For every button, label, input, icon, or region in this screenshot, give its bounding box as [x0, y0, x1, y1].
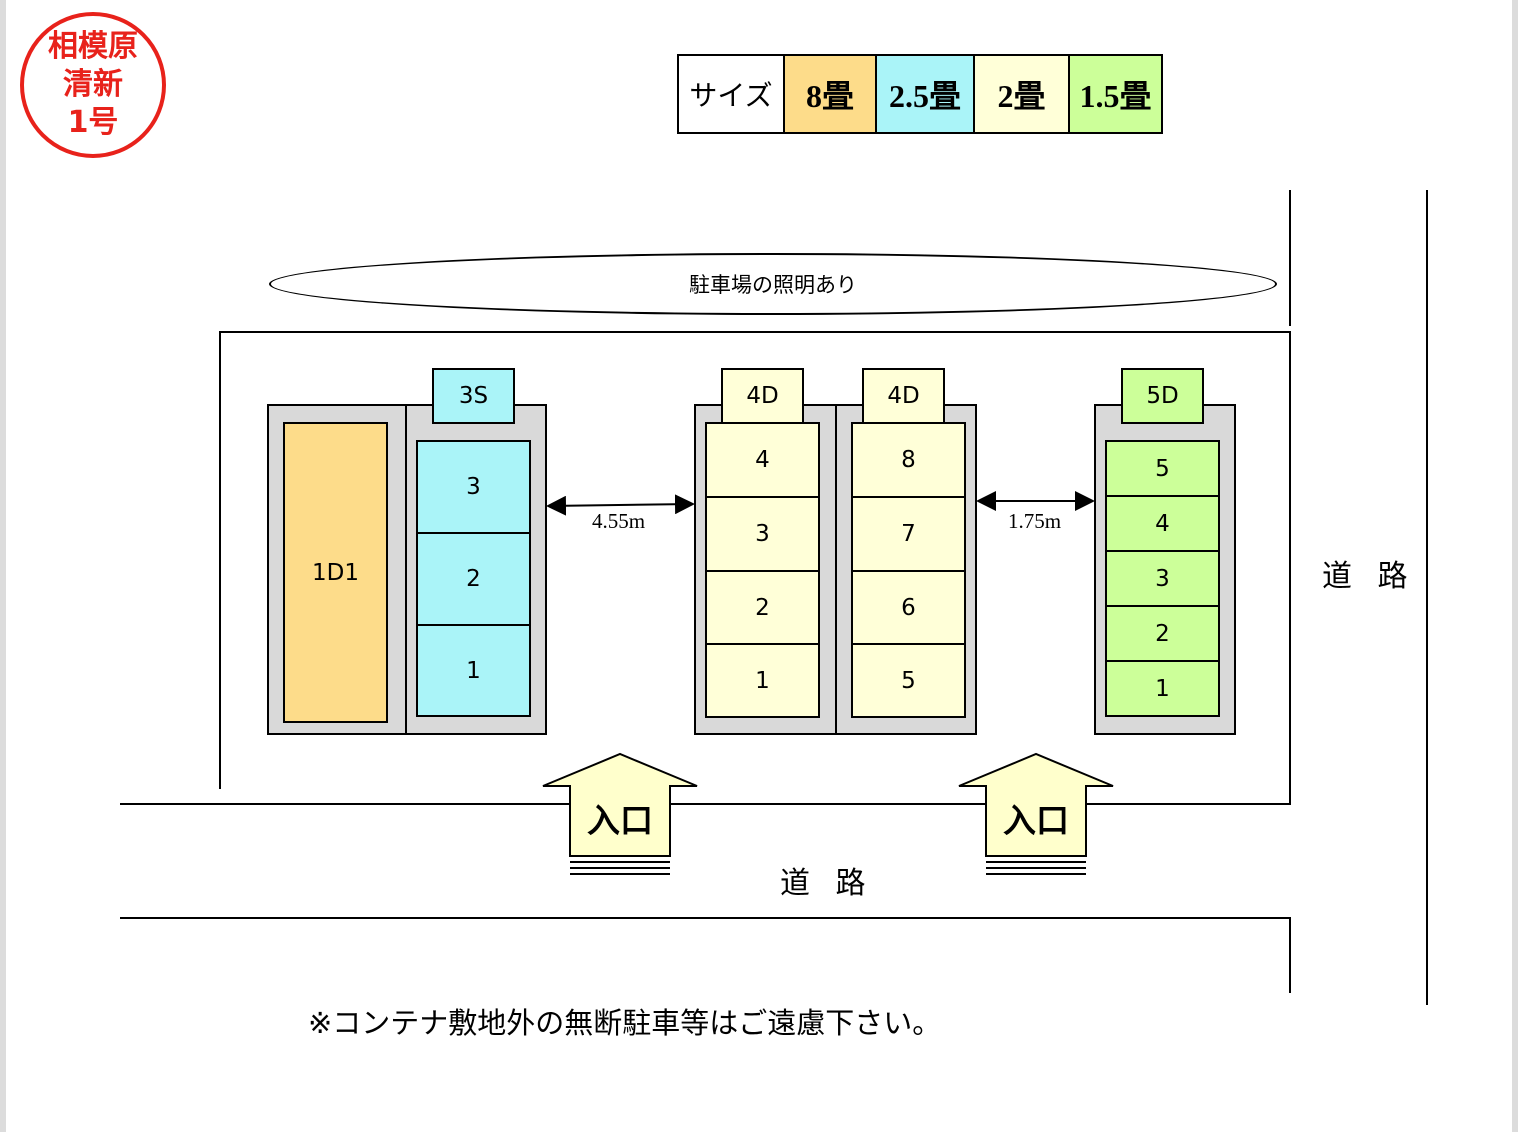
road-label-right: 道 路	[1322, 559, 1416, 594]
block-tag-4d-left: 4D	[721, 368, 804, 424]
badge-line-2: 清新	[63, 67, 123, 102]
block-tag-4d-right: 4D	[862, 368, 945, 424]
badge-line-3: 1号	[67, 105, 119, 140]
unit-5d-1[interactable]: 1	[1105, 660, 1220, 717]
road-right-outer-edge	[1426, 190, 1428, 1005]
site-boundary-top	[219, 331, 1291, 333]
site-boundary-right	[1289, 331, 1291, 805]
size-legend: サイズ 8畳 2.5畳 2畳 1.5畳	[677, 54, 1163, 134]
unit-4d-5[interactable]: 5	[851, 643, 966, 718]
entrance-arrow-left	[542, 752, 698, 875]
legend-1-5jo: 1.5畳	[1070, 56, 1161, 132]
dimension-arrow-gap1	[546, 494, 695, 516]
unit-4d-1[interactable]: 1	[705, 643, 820, 718]
road-edge-corner	[1289, 917, 1291, 993]
unit-4d-4[interactable]: 4	[705, 422, 820, 498]
block-tag-5d: 5D	[1121, 368, 1204, 424]
legend-2jo: 2畳	[975, 56, 1070, 132]
site-boundary-left	[219, 331, 221, 789]
unit-1d1-label: 1D1	[312, 559, 359, 586]
parking-light-area: 駐車場の照明あり	[269, 253, 1277, 315]
road-label-bottom: 道 路	[780, 866, 874, 901]
block-tag-3s: 3S	[432, 368, 515, 424]
unit-4d-7[interactable]: 7	[851, 496, 966, 572]
entrance-label-left: 入口	[587, 801, 653, 840]
badge-line-1: 相模原	[48, 29, 138, 64]
site-boundary-right-upper	[1289, 190, 1291, 326]
page-frame-right	[1512, 0, 1518, 1132]
unit-3s-1[interactable]: 1	[416, 624, 531, 717]
dimension-gap2-label: 1.75m	[1008, 509, 1062, 533]
entrance-label-right: 入口	[1003, 801, 1069, 840]
legend-title: サイズ	[679, 56, 785, 132]
entrance-arrow-right	[958, 752, 1114, 875]
unit-5d-4[interactable]: 4	[1105, 495, 1220, 552]
legend-8jo: 8畳	[785, 56, 877, 132]
road-edge-bottom	[120, 917, 1291, 919]
legend-2-5jo: 2.5畳	[877, 56, 975, 132]
parking-light-label: 駐車場の照明あり	[689, 273, 857, 297]
unit-1d1[interactable]: 1D1	[283, 422, 388, 723]
unit-4d-6[interactable]: 6	[851, 570, 966, 645]
unit-5d-5[interactable]: 5	[1105, 440, 1220, 497]
unit-3s-2[interactable]: 2	[416, 532, 531, 626]
road-edge-top	[120, 803, 1291, 805]
page-frame-left	[0, 0, 6, 1132]
parking-notice: ※コンテナ敷地外の無断駐車等はご遠慮下さい。	[308, 1006, 942, 1040]
site-badge: 相模原 清新 1号	[20, 12, 166, 158]
dimension-gap1-label: 4.55m	[592, 509, 646, 533]
